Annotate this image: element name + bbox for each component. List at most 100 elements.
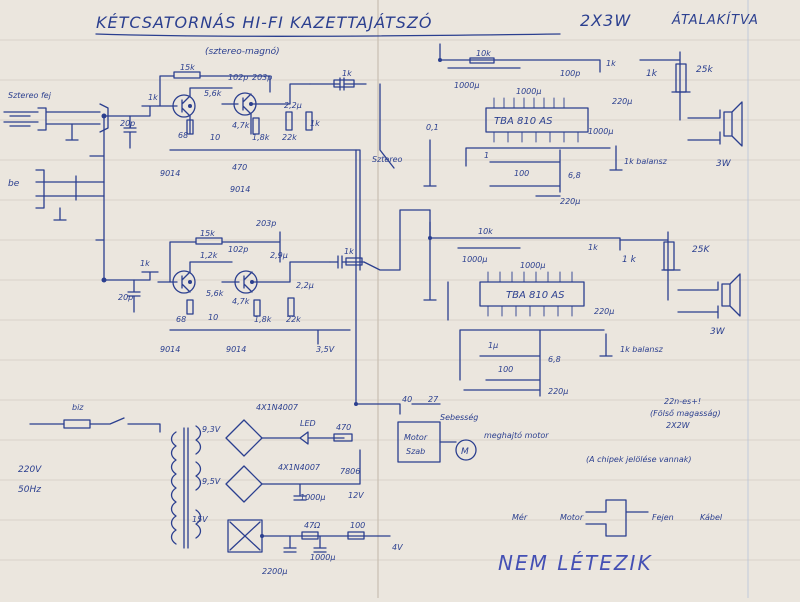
- transformer-core: [183, 427, 189, 549]
- preamp-bottom-r-68: 68: [176, 315, 186, 324]
- amp-bottom-speaker-icon: [721, 273, 741, 317]
- supply-c-1000: 1000µ: [300, 493, 325, 502]
- amp-bottom-balance: 1k balansz: [620, 345, 664, 354]
- preamp-top-c-coupling: 102p: [228, 73, 248, 82]
- motor-label: Motor: [404, 433, 428, 442]
- title-underline: [95, 33, 561, 37]
- input-ground: [65, 123, 79, 141]
- preamp-top-transistor-a-legs: [157, 95, 191, 117]
- amp-top-balance-pot: [609, 145, 623, 171]
- amp-top-c-01: 0,1: [426, 123, 439, 132]
- preamp-top-r-22k-body: [285, 111, 293, 131]
- amp-top-r-68: 6,8: [568, 171, 581, 180]
- preamp-top-c-in-symbol: [123, 115, 137, 149]
- preamp-bottom: 1k 20p 15k 203p 102p 1,2k 5,6k 68 10 4,7…: [103, 209, 431, 354]
- preamp-bottom-r-18k: 1,8k: [254, 315, 272, 324]
- supply-r-100-body: [347, 531, 365, 540]
- preamp-top-transistor-b-legs: [189, 87, 252, 115]
- preamp-top-r-1k-body: [305, 111, 313, 131]
- corner-note: ÁTALAKÍTVA: [671, 12, 759, 28]
- preamp-bottom-c-in: 20p: [118, 293, 133, 302]
- supply-c-2200: 2200µ: [262, 567, 287, 576]
- supply-rail-1: [261, 449, 361, 501]
- amp-bottom-volume-pot: 25K: [692, 245, 710, 255]
- stereo-switch-top: [379, 83, 395, 169]
- preamp-bottom-c-feedback: 203p: [256, 219, 276, 228]
- amp-top-c-1000c: 1000µ: [516, 87, 541, 96]
- input-wires: [37, 107, 101, 131]
- mains-voltage: 220V: [18, 465, 42, 475]
- preamp-top-output-cap: [309, 77, 367, 91]
- amp-top-volume-wire: [639, 51, 691, 121]
- note-right-3: 2X2W: [666, 421, 691, 430]
- amp-bottom-volume-pot-body: [663, 241, 675, 271]
- amp-top-speaker-wire: [687, 109, 721, 145]
- stereo-jack-lines: [3, 111, 39, 127]
- bridge-diodes-1: 4X1N4007: [256, 403, 299, 412]
- amp-bottom-volume-r: 1 k: [622, 255, 637, 265]
- amp-bottom-r-1k: 1k: [588, 243, 598, 252]
- preamp-bottom-r-47k: 4,7k: [232, 297, 250, 306]
- amp-top-supply-bus: [439, 43, 601, 73]
- motor-speed: Sebesség: [440, 412, 478, 422]
- preamp-bottom-r-18k-body: [253, 299, 261, 317]
- preamp-top-input-wire: [103, 105, 159, 117]
- preamp-bottom-r-68-body: [186, 299, 194, 315]
- motor-letter: M: [461, 447, 469, 457]
- preamp-bottom-output-cap: [329, 255, 365, 269]
- preamp-bottom-transistor-a-legs: [157, 271, 191, 293]
- junction-dots: [101, 58, 442, 538]
- amp-bottom-input-wire: [423, 209, 449, 321]
- preamp-top-r-5k6: 5,6k: [204, 89, 222, 98]
- amp-top-r-10k-body: [469, 57, 495, 64]
- preamp-bottom-c-coupling: 102p: [228, 245, 248, 254]
- preamp-top-r-feedback: 15k: [180, 63, 195, 72]
- mech-label-4: Kábel: [700, 513, 723, 522]
- amp-top-chip-label: TBA 810 AS: [494, 116, 553, 127]
- preamp-bottom-input-wire: [103, 271, 159, 281]
- amp-top-c-220: 220µ: [612, 97, 632, 106]
- amp-top-ground: [423, 139, 437, 187]
- preamp-top-r-out-body: [333, 79, 355, 88]
- amp-bottom-c-220b: 220µ: [548, 387, 568, 396]
- transformer-secondaries: [195, 425, 202, 539]
- amp-bottom-c-100: 1000µ: [520, 261, 545, 270]
- amp-top-speaker: 3W: [716, 159, 732, 169]
- bridge-rectifier-3: [227, 519, 263, 553]
- led-resistor-body: [333, 433, 353, 442]
- amp-top-c-1000: 1000µ: [454, 81, 479, 90]
- preamp-bottom-r-feedback: 15k: [200, 229, 215, 238]
- preamp-top-c-470: 470: [232, 163, 247, 172]
- preamp-bottom-transistor-a-label: 9014: [160, 345, 180, 354]
- preamp-top-ground-bus: [169, 149, 361, 271]
- amp-bottom-r-1: 1µ: [488, 341, 498, 350]
- mains-wire: [29, 417, 161, 433]
- in-label: be: [8, 179, 20, 189]
- preamp-bottom-c-22: 2,2µ: [296, 281, 314, 290]
- amp-bottom-chip-label: TBA 810 AS: [506, 290, 565, 301]
- preamp-bottom-r-22k-body: [287, 297, 295, 317]
- preamp-top-r-47k: 4,7k: [232, 121, 250, 130]
- mech-label-1: Mér: [512, 512, 528, 522]
- motor-supply-wire: [355, 149, 441, 415]
- preamp-top-transistor-b-label: 9014: [230, 185, 250, 194]
- stamp-text: NEM LÉTEZIK: [498, 551, 653, 575]
- preamp-bottom-c-29: 2,9µ: [270, 251, 288, 260]
- secondary-voltage-1: 9,3V: [202, 425, 221, 434]
- preamp-bottom-r-5k6: 5,6k: [206, 289, 224, 298]
- preamp-top-r-1k: 1k: [310, 119, 320, 128]
- amp-top-volume-pot: 25k: [696, 65, 713, 75]
- supply-v-out: 12V: [348, 491, 364, 500]
- preamp-bottom-to-amp: [363, 209, 431, 271]
- amp-bottom-balance-pot: [599, 333, 613, 357]
- preamp-bottom-r-in: 1k: [140, 259, 150, 268]
- amp-bottom-speaker: 3W: [710, 327, 726, 337]
- preamp-top-emitters: [189, 113, 252, 135]
- preamp-top-c-22: 2,2µ: [284, 101, 302, 110]
- motor-icon: [455, 439, 477, 461]
- preamp-top-feedback-loop: [159, 75, 271, 107]
- power-supply: biz 220V 50Hz 9,3V 9,5V 15V 4X1N4007 LED…: [18, 403, 403, 576]
- amp-top-r-1k: 1k: [606, 59, 616, 68]
